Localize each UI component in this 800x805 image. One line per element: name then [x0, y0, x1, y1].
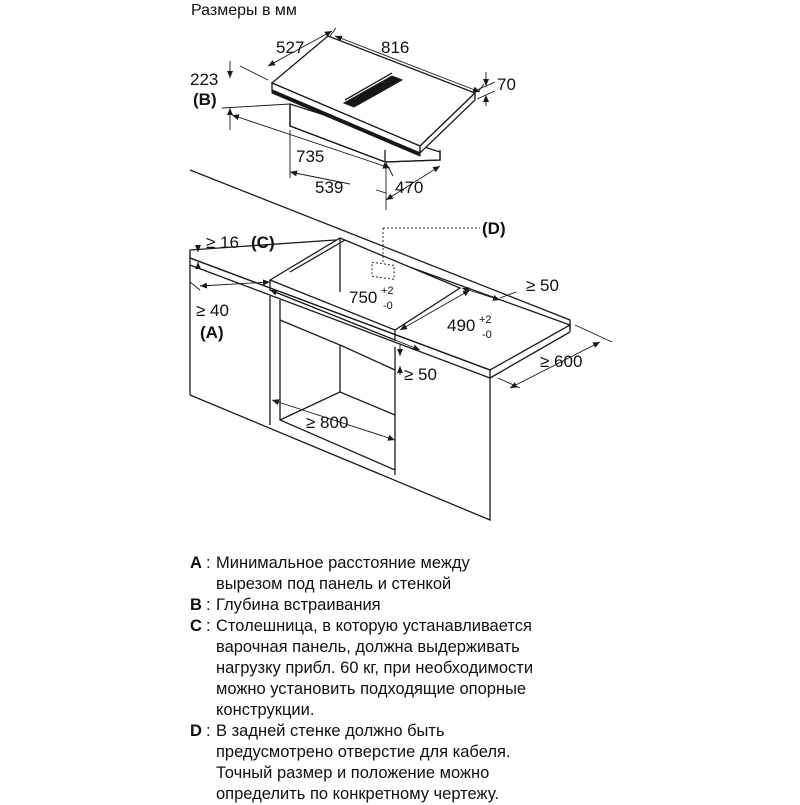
dim-min-edge: ≥ 50	[404, 365, 437, 384]
dim-cutout-width: 490	[447, 316, 475, 335]
dim-223: 223	[190, 70, 218, 89]
dim-cutout-length-tol-plus: +2	[381, 285, 394, 297]
dim-min-cabinet: ≥ 800	[306, 413, 348, 432]
legend-text: Глубина встраивания	[216, 596, 381, 614]
label-c: (C)	[251, 233, 275, 252]
diagram-title: Размеры в мм	[191, 2, 297, 19]
dim-min-front: ≥ 50	[526, 276, 559, 295]
legend-key: A	[190, 554, 202, 572]
legend-item-c: C: Столешница, в которую устанавливается…	[190, 617, 534, 719]
label-d: (D)	[482, 219, 506, 238]
legend-item-a: A: Минимальное расстояние между вырезом …	[190, 554, 470, 593]
dim-cutout-width-tol-minus: -0	[482, 329, 492, 341]
cutout-dimension-lines	[189, 245, 613, 441]
dim-min-depth: ≥ 600	[540, 352, 582, 371]
dim-min-wall: ≥ 40	[196, 301, 229, 320]
dim-735: 735	[296, 147, 324, 166]
dim-816: 816	[381, 38, 409, 57]
installation-drawing: Размеры в мм	[189, 2, 613, 521]
legend-key: C	[190, 617, 202, 635]
label-a: (A)	[200, 323, 224, 342]
dim-470: 470	[395, 178, 423, 197]
dim-527: 527	[276, 38, 304, 57]
legend: A: Минимальное расстояние между вырезом …	[190, 553, 780, 805]
dim-cutout-length-tol-minus: -0	[383, 300, 393, 312]
worktop-illustration	[189, 169, 572, 521]
cable-hole	[371, 261, 395, 280]
dim-539: 539	[315, 178, 343, 197]
legend-text: Столешница, в которую устанавливается ва…	[216, 617, 534, 719]
dim-min-thickness: ≥ 16	[206, 233, 239, 252]
label-b: (B)	[193, 90, 217, 109]
legend-item-b: B: Глубина встраивания	[190, 596, 381, 614]
dim-cutout-width-tol-plus: +2	[479, 314, 492, 326]
legend-item-d: D: В задней стенке должно быть предусмот…	[190, 722, 511, 803]
legend-key: D	[190, 722, 202, 740]
legend-text: В задней стенке должно быть предусмотрен…	[216, 722, 511, 803]
dim-70: 70	[497, 75, 516, 94]
legend-text: Минимальное расстояние между вырезом под…	[216, 554, 470, 593]
hob-dimension-lines	[221, 27, 496, 210]
dim-cutout-length: 750	[349, 288, 377, 307]
legend-key: B	[190, 596, 202, 614]
